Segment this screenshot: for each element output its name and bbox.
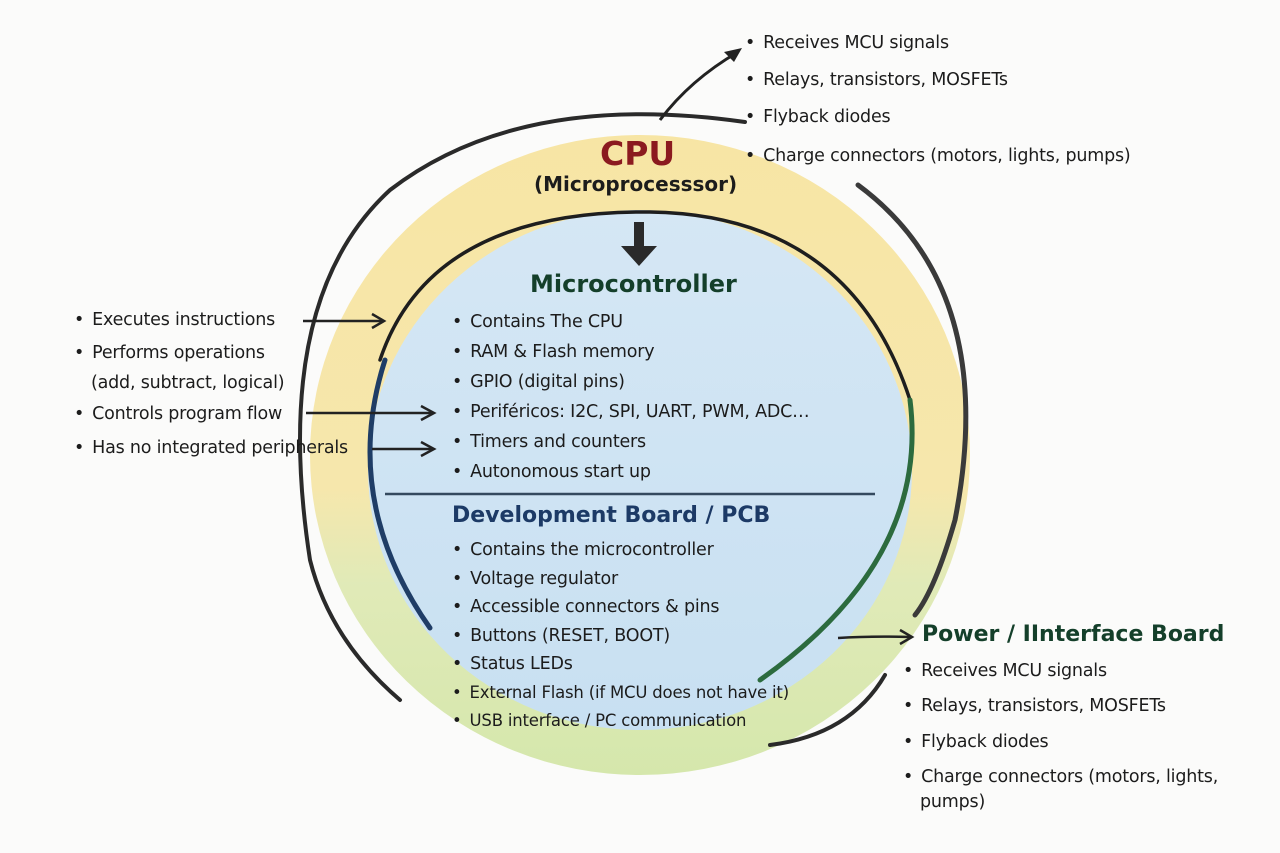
microcontroller-title: Microcontroller	[530, 270, 737, 298]
inner-arc-right	[757, 397, 915, 683]
microcontroller-item: Autonomous start up	[452, 462, 651, 482]
power-board-title: Power / IInterface Board	[922, 622, 1225, 647]
power-board-item: Receives MCU signals	[903, 661, 1107, 681]
top-callout-item: Flyback diodes	[745, 107, 891, 127]
power-board-item: Charge connectors (motors, lights,	[903, 767, 1218, 787]
arrow-controls	[306, 404, 437, 422]
power-board-item: Relays, transistors, MOSFETs	[903, 696, 1166, 716]
dev-board-item: Buttons (RESET, BOOT)	[452, 626, 670, 646]
dev-board-item: USB interface / PC communication	[452, 711, 747, 730]
microcontroller-item: Contains The CPU	[452, 312, 623, 332]
arrow-peripherals	[372, 440, 437, 458]
microcontroller-item: GPIO (digital pins)	[452, 372, 625, 392]
cpu-feature-continued: (add, subtract, logical)	[91, 373, 285, 393]
arrow-power	[837, 628, 915, 646]
microcontroller-item: Timers and counters	[452, 432, 646, 452]
microcontroller-item: Periféricos: I2C, SPI, UART, PWM, ADC…	[452, 402, 810, 422]
top-callout-item: Charge connectors (motors, lights, pumps…	[745, 146, 1131, 166]
dev-board-item: Status LEDs	[452, 654, 573, 674]
power-board-item: Flyback diodes	[903, 732, 1049, 752]
dev-board-item: Contains the microcontroller	[452, 540, 714, 560]
cpu-feature: Controls program flow	[74, 404, 282, 424]
outer-arc-bottom	[768, 673, 887, 747]
inner-arc-left	[367, 357, 433, 631]
cpu-feature: Performs operations	[74, 343, 265, 363]
dev-board-item: Accessible connectors & pins	[452, 597, 719, 617]
cpu-title: CPU	[600, 134, 676, 173]
top-callout-item: Relays, transistors, MOSFETs	[745, 70, 1008, 90]
arrow-executes	[303, 312, 387, 330]
microcontroller-item: RAM & Flash memory	[452, 342, 654, 362]
dev-board-item: Voltage regulator	[452, 569, 618, 589]
outer-arc-right	[855, 182, 969, 618]
cpu-feature: Executes instructions	[74, 310, 275, 330]
down-arrow-icon	[621, 222, 657, 266]
dev-board-title: Development Board / PCB	[452, 503, 771, 528]
top-callout-item: Receives MCU signals	[745, 33, 949, 53]
cpu-subtitle: (Microprocesssor)	[534, 172, 738, 196]
outer-arc-left	[298, 112, 747, 702]
inner-arc-top	[378, 210, 912, 402]
cpu-feature: Has no integrated peripherals	[74, 438, 348, 458]
curved-arrow-top	[658, 50, 739, 121]
arrow-head-top	[724, 48, 742, 62]
dev-board-item: External Flash (if MCU does not have it)	[452, 683, 790, 702]
power-board-item-continued: pumps)	[920, 792, 986, 812]
